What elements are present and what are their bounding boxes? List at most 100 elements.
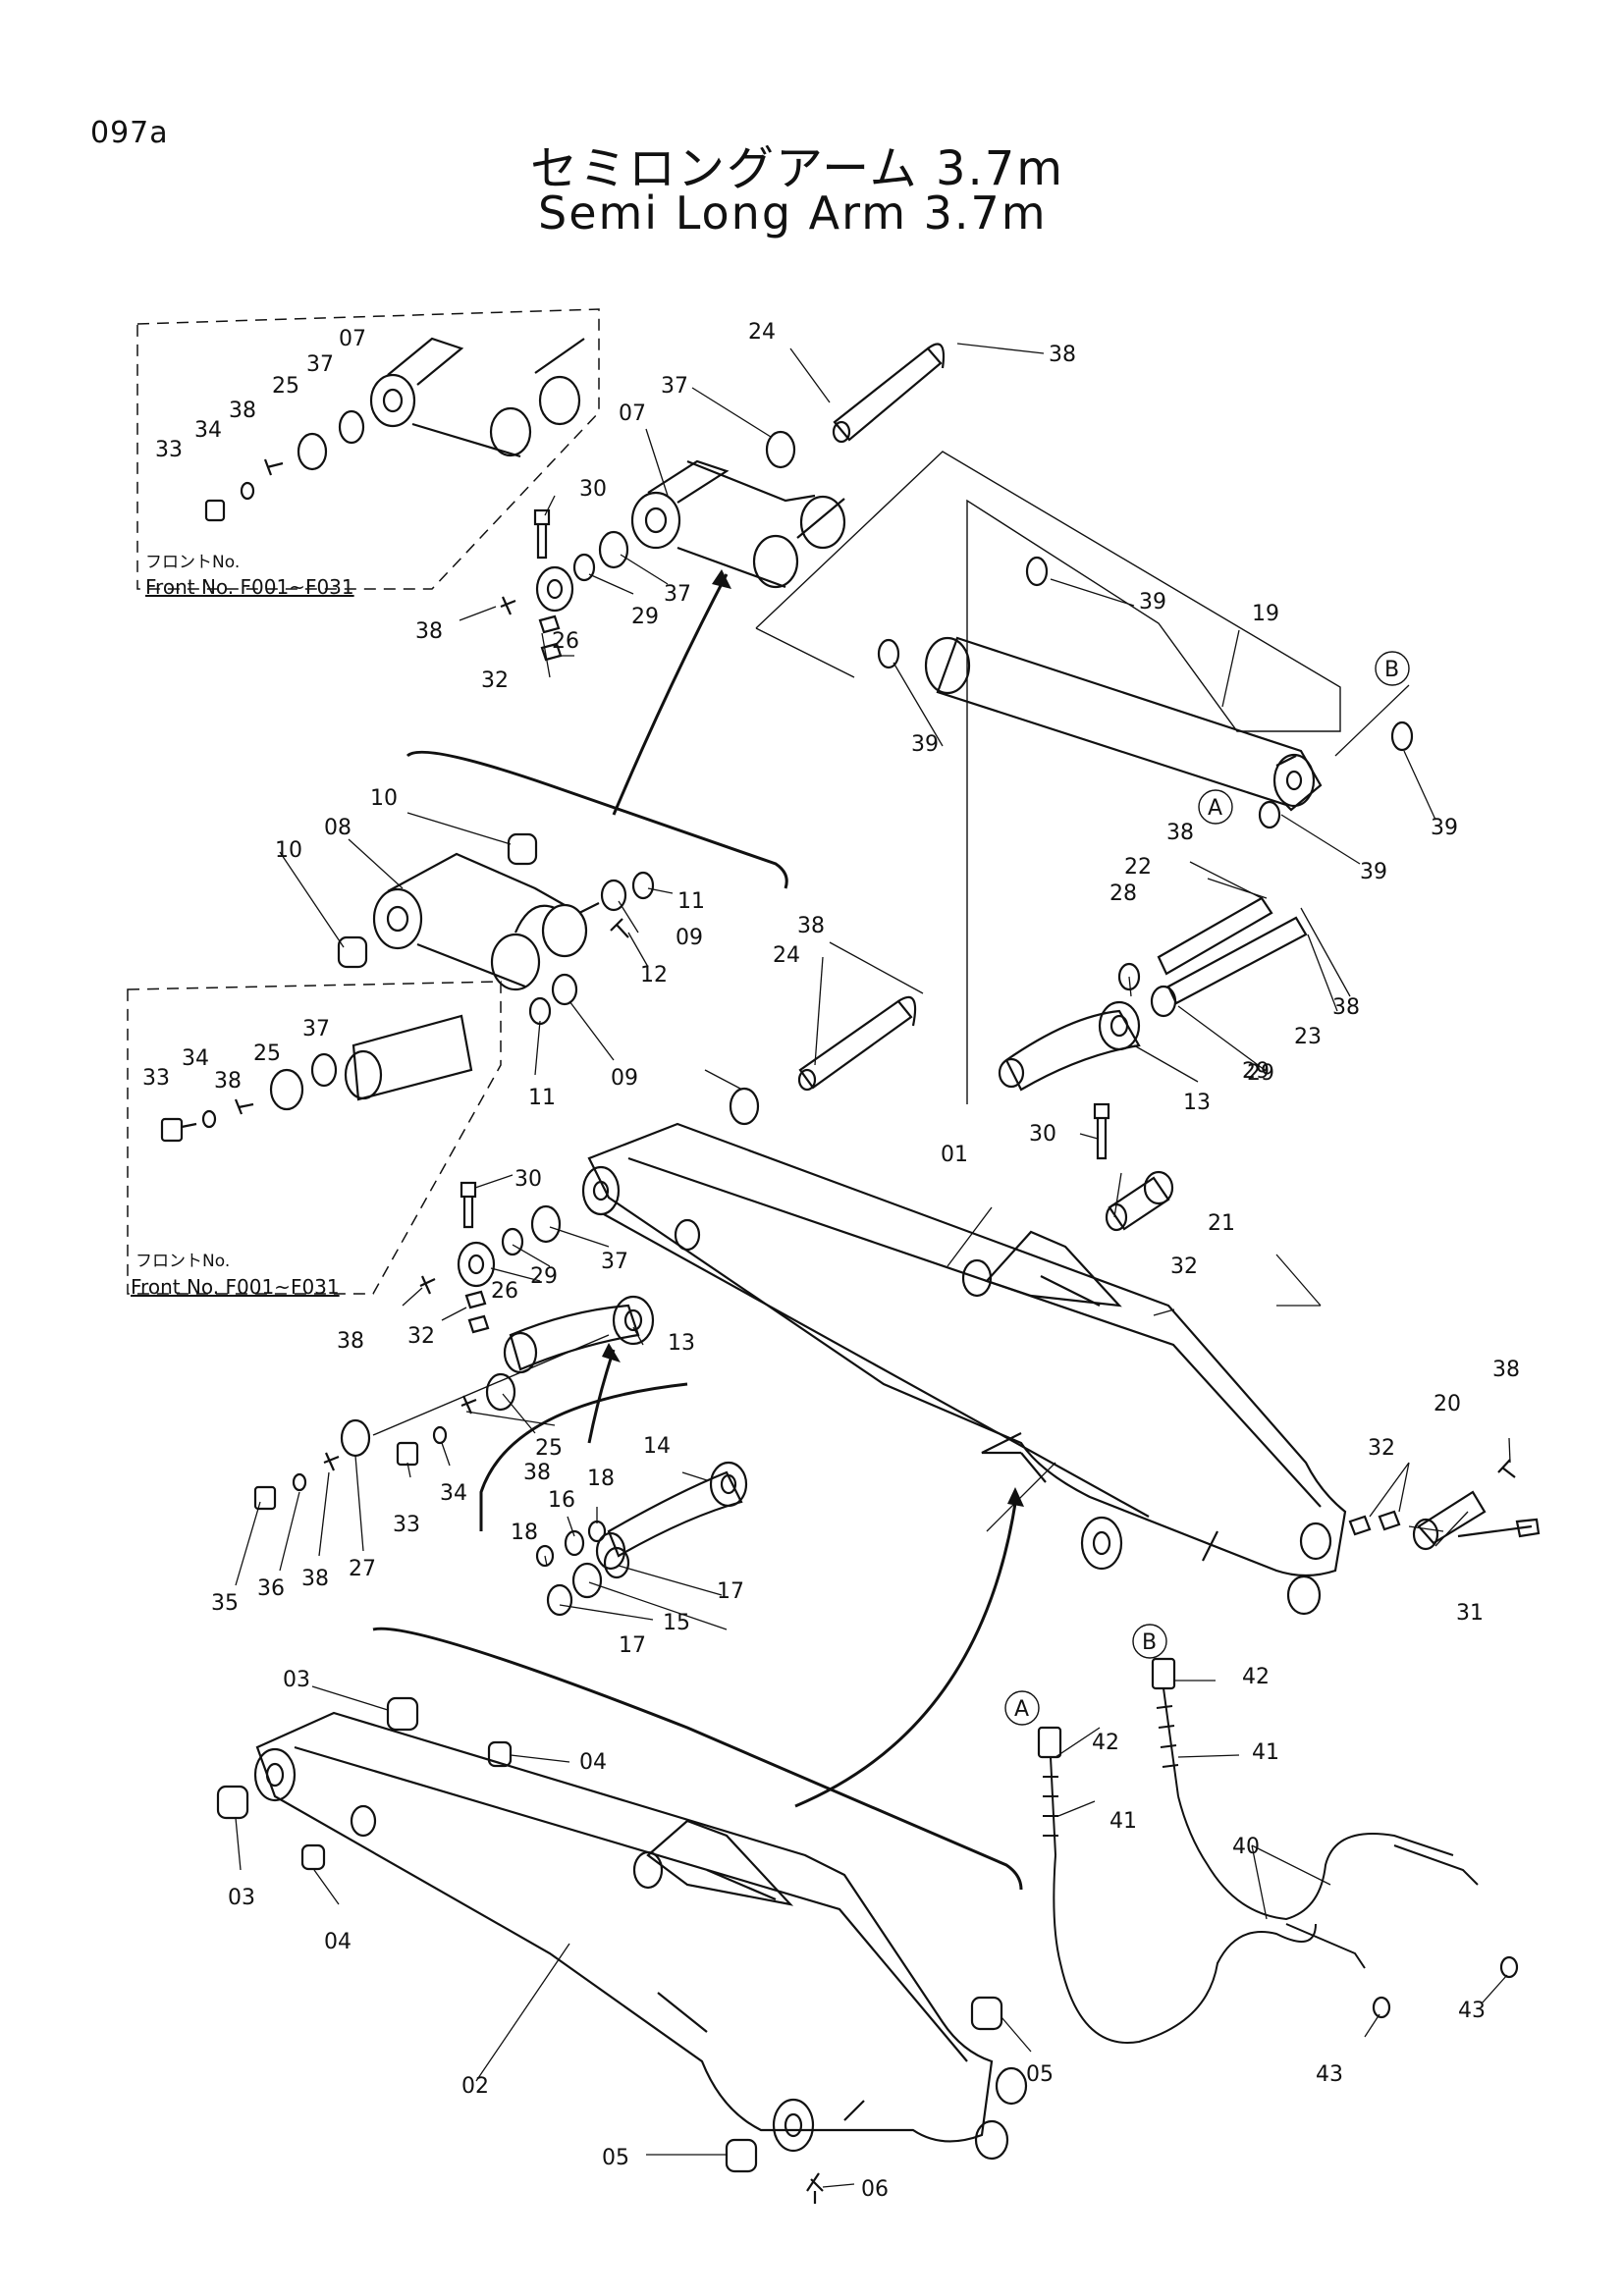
bolt-33-detail-lower [160,1117,197,1143]
washer-34-detail-lower [201,1109,217,1129]
label-25-lower: 25 [535,1436,563,1461]
arrowhead-link13 [602,1343,621,1362]
label-41-b: 41 [1252,1740,1279,1765]
label-30-mid: 30 [514,1167,542,1192]
fitting-38-detail-upper [263,458,284,476]
arrowhead-arm01 [1007,1487,1024,1507]
ring-09-b [551,973,578,1006]
label-04-top: 04 [579,1750,607,1775]
label-34-lower: 34 [440,1481,467,1506]
bracket-link14-group [479,1382,688,1531]
label-29-lower-right: 29 [1247,1061,1274,1086]
arm-02 [253,1711,1028,2161]
label-43-a: 43 [1316,2062,1343,2087]
label-38-pin23: 38 [1332,995,1360,1020]
bushing-03-a [386,1696,419,1732]
bushing-25-detail-upper [297,432,328,471]
fitting-38-lower-mid [460,1395,477,1415]
label-12: 12 [640,963,668,988]
label-38-pin22: 38 [1166,821,1194,845]
label-06: 06 [861,2177,889,2202]
label-23: 23 [1294,1025,1322,1049]
label-32-upper: 32 [481,668,509,693]
fitting-38-upper [500,596,516,615]
link-13-detail-body [344,1014,473,1101]
label-32-mid: 32 [407,1324,435,1349]
front-note-jp-lower: フロントNo. [135,1252,230,1271]
label-26-upper: 26 [552,629,579,654]
bolt-30-mid [460,1181,477,1229]
front-note-jp-upper: フロントNo. [145,553,240,572]
ring-37-upper [765,430,796,469]
label-39-a: 39 [1139,590,1166,614]
part-number-labels: 01 02 03 03 04 04 05 05 06 07 07 08 09 0… [142,320,1520,2202]
pin-22 [1157,896,1273,976]
label-03-left: 03 [228,1886,255,1910]
label-11-a: 11 [677,889,705,914]
fitting-06 [806,2172,824,2204]
svg-text:A: A [1014,1697,1029,1722]
label-28: 28 [1109,881,1137,906]
label-19: 19 [1252,602,1279,626]
label-11-b: 11 [528,1086,556,1110]
bolt-33-lower [396,1441,419,1467]
arm-01 [581,1122,1347,1616]
cap-43-b [1499,1955,1519,1979]
label-38-mid: 38 [337,1329,364,1354]
bracket-link-group [406,750,788,889]
arrow-to-arm01 [794,1496,1018,1808]
ring-17-a [603,1546,630,1579]
ring-18-a [535,1544,555,1568]
leader-lines [235,343,1511,2188]
bushing-05-a [970,1996,1003,2031]
label-10-top: 10 [370,786,398,811]
label-39-c: 39 [1431,816,1458,840]
ring-28 [1117,962,1141,991]
ring-29-upper [572,553,596,582]
fitting-38-lower-left [323,1452,340,1471]
label-17-bottom: 17 [619,1633,646,1658]
label-38-pin-lower: 38 [797,914,825,938]
ring-37-lower [729,1087,760,1126]
fitting-38-right [1497,1459,1516,1478]
label-33-detail-upper: 33 [155,438,183,462]
bushing-27 [340,1418,371,1458]
label-18-right: 18 [587,1467,615,1491]
hose-41-b [1156,1687,1454,1921]
label-42-a: 42 [1092,1731,1119,1755]
callout-a-hose: A [1004,1690,1040,1726]
svg-text:B: B [1142,1630,1157,1655]
label-15: 15 [663,1611,690,1635]
label-40: 40 [1232,1835,1260,1859]
callout-b-hose: B [1132,1624,1167,1659]
washer-34-lower [432,1425,448,1445]
page-number: 097a [90,116,169,150]
front-note-range-upper: Front No. F001~F031 [145,575,354,599]
label-38-upper: 38 [415,619,443,644]
ring-09-a [600,879,627,912]
label-30-upper: 30 [579,477,607,502]
label-09-a: 09 [676,926,703,950]
label-24-lower: 24 [773,943,800,968]
cylinder-plane [755,451,1341,1104]
label-37-mid: 37 [601,1250,628,1274]
label-38-lower-mid: 38 [523,1461,551,1485]
bushing-03-b [216,1785,249,1820]
ring-29-right [1150,985,1177,1018]
front-note-range-lower: Front No. F001~F031 [131,1275,340,1299]
bolt-31 [1457,1518,1541,1538]
pin-20 [1412,1490,1487,1551]
label-43-b: 43 [1458,1999,1486,2023]
cap-43-a [1372,1996,1391,2019]
label-05-right: 05 [1026,2062,1054,2087]
fitting-38-detail-lower [234,1098,254,1115]
label-37-upper-mid: 37 [664,582,691,607]
label-38-far-right: 38 [1492,1358,1520,1382]
callout-a-cylinder: A [1198,789,1233,825]
label-25-detail-upper: 25 [272,374,299,399]
label-41-a: 41 [1109,1809,1137,1834]
label-34-detail-upper: 34 [194,418,222,443]
bolt-33-detail-upper [204,499,226,522]
leader-link13-lower-line [372,1334,610,1436]
bolt-30-right [1093,1102,1110,1160]
